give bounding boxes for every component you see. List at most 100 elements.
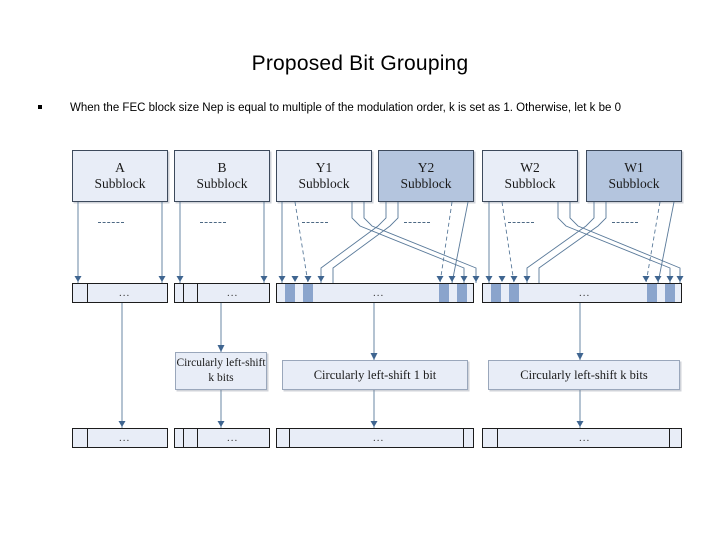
bit-bar-ellipsis: ... [227, 432, 239, 444]
connector-line [557, 202, 671, 283]
bullet-marker-icon [38, 105, 42, 109]
arrowhead-icon [317, 276, 325, 282]
arrowhead-icon [642, 276, 650, 282]
arrowhead-icon [278, 276, 286, 282]
bit-bar-ellipsis: ... [579, 287, 591, 299]
connector-line [294, 201, 309, 284]
bit-divider [289, 429, 290, 447]
shift-k-left[interactable]: Circularly left-shift k bits [175, 352, 267, 390]
arrowhead-icon [436, 276, 444, 282]
bit-bar-ellipsis: ... [373, 432, 385, 444]
connector-line [332, 202, 399, 283]
bit-divider [463, 429, 464, 447]
bit-bar-mid-A[interactable]: ... [72, 283, 168, 303]
bit-cell-shaded [665, 284, 675, 302]
connector-line [363, 202, 477, 283]
bit-bar-mid-W[interactable]: ... [482, 283, 682, 303]
bit-divider [197, 429, 198, 447]
arrowhead-icon [666, 276, 674, 282]
bullet-text: When the FEC block size Nep is equal to … [70, 102, 621, 114]
arrowhead-icon [523, 276, 531, 282]
subblock-name: Y2 [417, 160, 435, 175]
bit-cell-shaded [439, 284, 449, 302]
subblock-word: Subblock [504, 176, 556, 191]
bit-bar-bot-W[interactable]: ... [482, 428, 682, 448]
subblock-name: A [115, 160, 125, 175]
connector-line [501, 201, 515, 284]
arrowhead-icon [370, 353, 378, 360]
arrowhead-icon [498, 276, 506, 282]
arrowhead-icon [472, 276, 480, 282]
subblock-word: Subblock [608, 176, 660, 191]
arrowhead-icon [576, 421, 584, 427]
subblock-word: Subblock [94, 176, 146, 191]
bit-divider [197, 284, 198, 302]
subblock-name: W1 [624, 160, 644, 175]
arrowhead-icon [460, 276, 468, 282]
dash-separator-3 [404, 222, 430, 223]
arrowhead-icon [260, 276, 268, 282]
shift-1bit[interactable]: Circularly left-shift 1 bit [282, 360, 468, 390]
bit-divider [497, 429, 498, 447]
bit-bar-ellipsis: ... [373, 287, 385, 299]
bit-cell-shaded [303, 284, 313, 302]
connector-line [439, 201, 453, 284]
connector-line [451, 201, 469, 284]
shift-box-label: Circularly left-shift k bits [176, 357, 266, 384]
arrowhead-icon [304, 276, 312, 282]
dash-separator-5 [612, 222, 638, 223]
subblock-name: B [217, 160, 227, 175]
bit-bar-bot-B[interactable]: ... [174, 428, 270, 448]
bit-bar-mid-B[interactable]: ... [174, 283, 270, 303]
dash-separator-0 [98, 222, 124, 223]
subblock-word: Subblock [196, 176, 248, 191]
bit-bar-bot-A[interactable]: ... [72, 428, 168, 448]
subblock-word: Subblock [400, 176, 452, 191]
bit-divider [87, 284, 88, 302]
arrowhead-icon [485, 276, 493, 282]
arrowhead-icon [448, 276, 456, 282]
subblock-word: Subblock [298, 176, 350, 191]
subblock-name: W2 [520, 160, 540, 175]
arrowhead-icon [576, 353, 584, 360]
arrowhead-icon [158, 276, 166, 282]
connector-line [351, 202, 465, 283]
dash-separator-1 [200, 222, 226, 223]
arrowhead-icon [176, 276, 184, 282]
shift-k-right[interactable]: Circularly left-shift k bits [488, 360, 680, 390]
bit-bar-ellipsis: ... [119, 287, 131, 299]
connector-line [569, 202, 681, 283]
shift-box-label: Circularly left-shift 1 bit [313, 367, 437, 382]
connector-line [538, 202, 607, 283]
connector-line [645, 201, 661, 284]
arrowhead-icon [654, 276, 662, 282]
bit-divider [669, 429, 670, 447]
bit-bar-ellipsis: ... [119, 432, 131, 444]
arrowhead-icon [510, 276, 518, 282]
dash-separator-4 [508, 222, 534, 223]
bit-bar-bot-Y[interactable]: ... [276, 428, 474, 448]
dash-separator-2 [302, 222, 328, 223]
bit-cell-shaded [509, 284, 519, 302]
arrowhead-icon [74, 276, 82, 282]
bit-cell-shaded [457, 284, 467, 302]
shift-box-label: Circularly left-shift k bits [520, 367, 648, 382]
arrowhead-icon [118, 421, 126, 427]
bit-divider [183, 429, 184, 447]
page-title: Proposed Bit Grouping [251, 52, 469, 75]
arrowhead-icon [217, 345, 225, 352]
bit-cell-shaded [647, 284, 657, 302]
arrowhead-icon [370, 421, 378, 427]
bit-bar-mid-Y[interactable]: ... [276, 283, 474, 303]
arrowhead-icon [217, 421, 225, 427]
bit-cell-shaded [285, 284, 295, 302]
